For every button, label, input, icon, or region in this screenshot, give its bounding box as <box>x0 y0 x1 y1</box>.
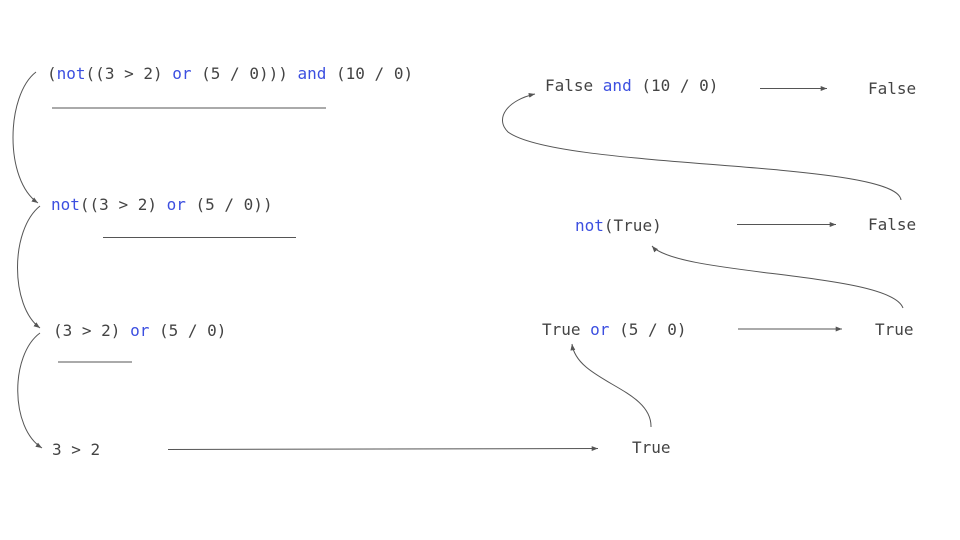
result-cmp: True <box>632 438 671 457</box>
keyword-token: not <box>51 195 80 214</box>
arc-or-to-cmp <box>17 332 43 449</box>
expr-token: (5 / 0))) <box>191 64 298 83</box>
keyword-token: or <box>172 64 192 83</box>
expr-token: True <box>542 320 591 339</box>
keyword-token: not <box>56 64 86 83</box>
keyword-token: and <box>602 76 632 95</box>
arc-not-to-or <box>17 205 41 329</box>
expr-token: (5 / 0)) <box>185 195 273 214</box>
expr-full: (not((3 > 2) or (5 / 0))) and (10 / 0) <box>47 64 413 84</box>
arc-full-to-not <box>12 71 39 204</box>
keyword-token: or <box>166 195 186 214</box>
expr-token: 3 > 2 <box>52 440 101 459</box>
expr-token: ((3 > 2) <box>79 195 167 214</box>
expr-token: False <box>545 76 603 95</box>
result-and: False <box>868 79 917 98</box>
keyword-token: or <box>130 321 150 340</box>
keyword-token: not <box>575 216 604 235</box>
result-not: False <box>868 215 917 234</box>
expr-token: ((3 > 2) <box>85 64 173 83</box>
curve-or-result-up <box>651 245 904 309</box>
result-or: True <box>875 320 914 339</box>
expr-token: (5 / 0) <box>609 320 687 339</box>
arrow-cmp-to-true <box>167 446 599 451</box>
expr-or: (3 > 2) or (5 / 0) <box>53 321 226 341</box>
expr-token: (5 / 0) <box>149 321 227 340</box>
step-or: True or (5 / 0) <box>542 320 687 340</box>
curve-cmp-result-up <box>570 343 652 428</box>
keyword-token: and <box>297 64 327 83</box>
keyword-token: or <box>590 320 610 339</box>
expr-not: not((3 > 2) or (5 / 0)) <box>51 195 273 215</box>
expr-cmp: 3 > 2 <box>52 440 100 460</box>
expr-token: (10 / 0) <box>631 76 719 95</box>
expr-token: (10 / 0) <box>326 64 414 83</box>
expr-token: (3 > 2) <box>53 321 131 340</box>
step-and: False and (10 / 0) <box>545 76 718 96</box>
expr-token: ( <box>47 64 57 83</box>
step-not: not(True) <box>575 216 662 236</box>
curve-not-result-up <box>502 92 902 201</box>
expr-token: (True) <box>603 216 662 235</box>
